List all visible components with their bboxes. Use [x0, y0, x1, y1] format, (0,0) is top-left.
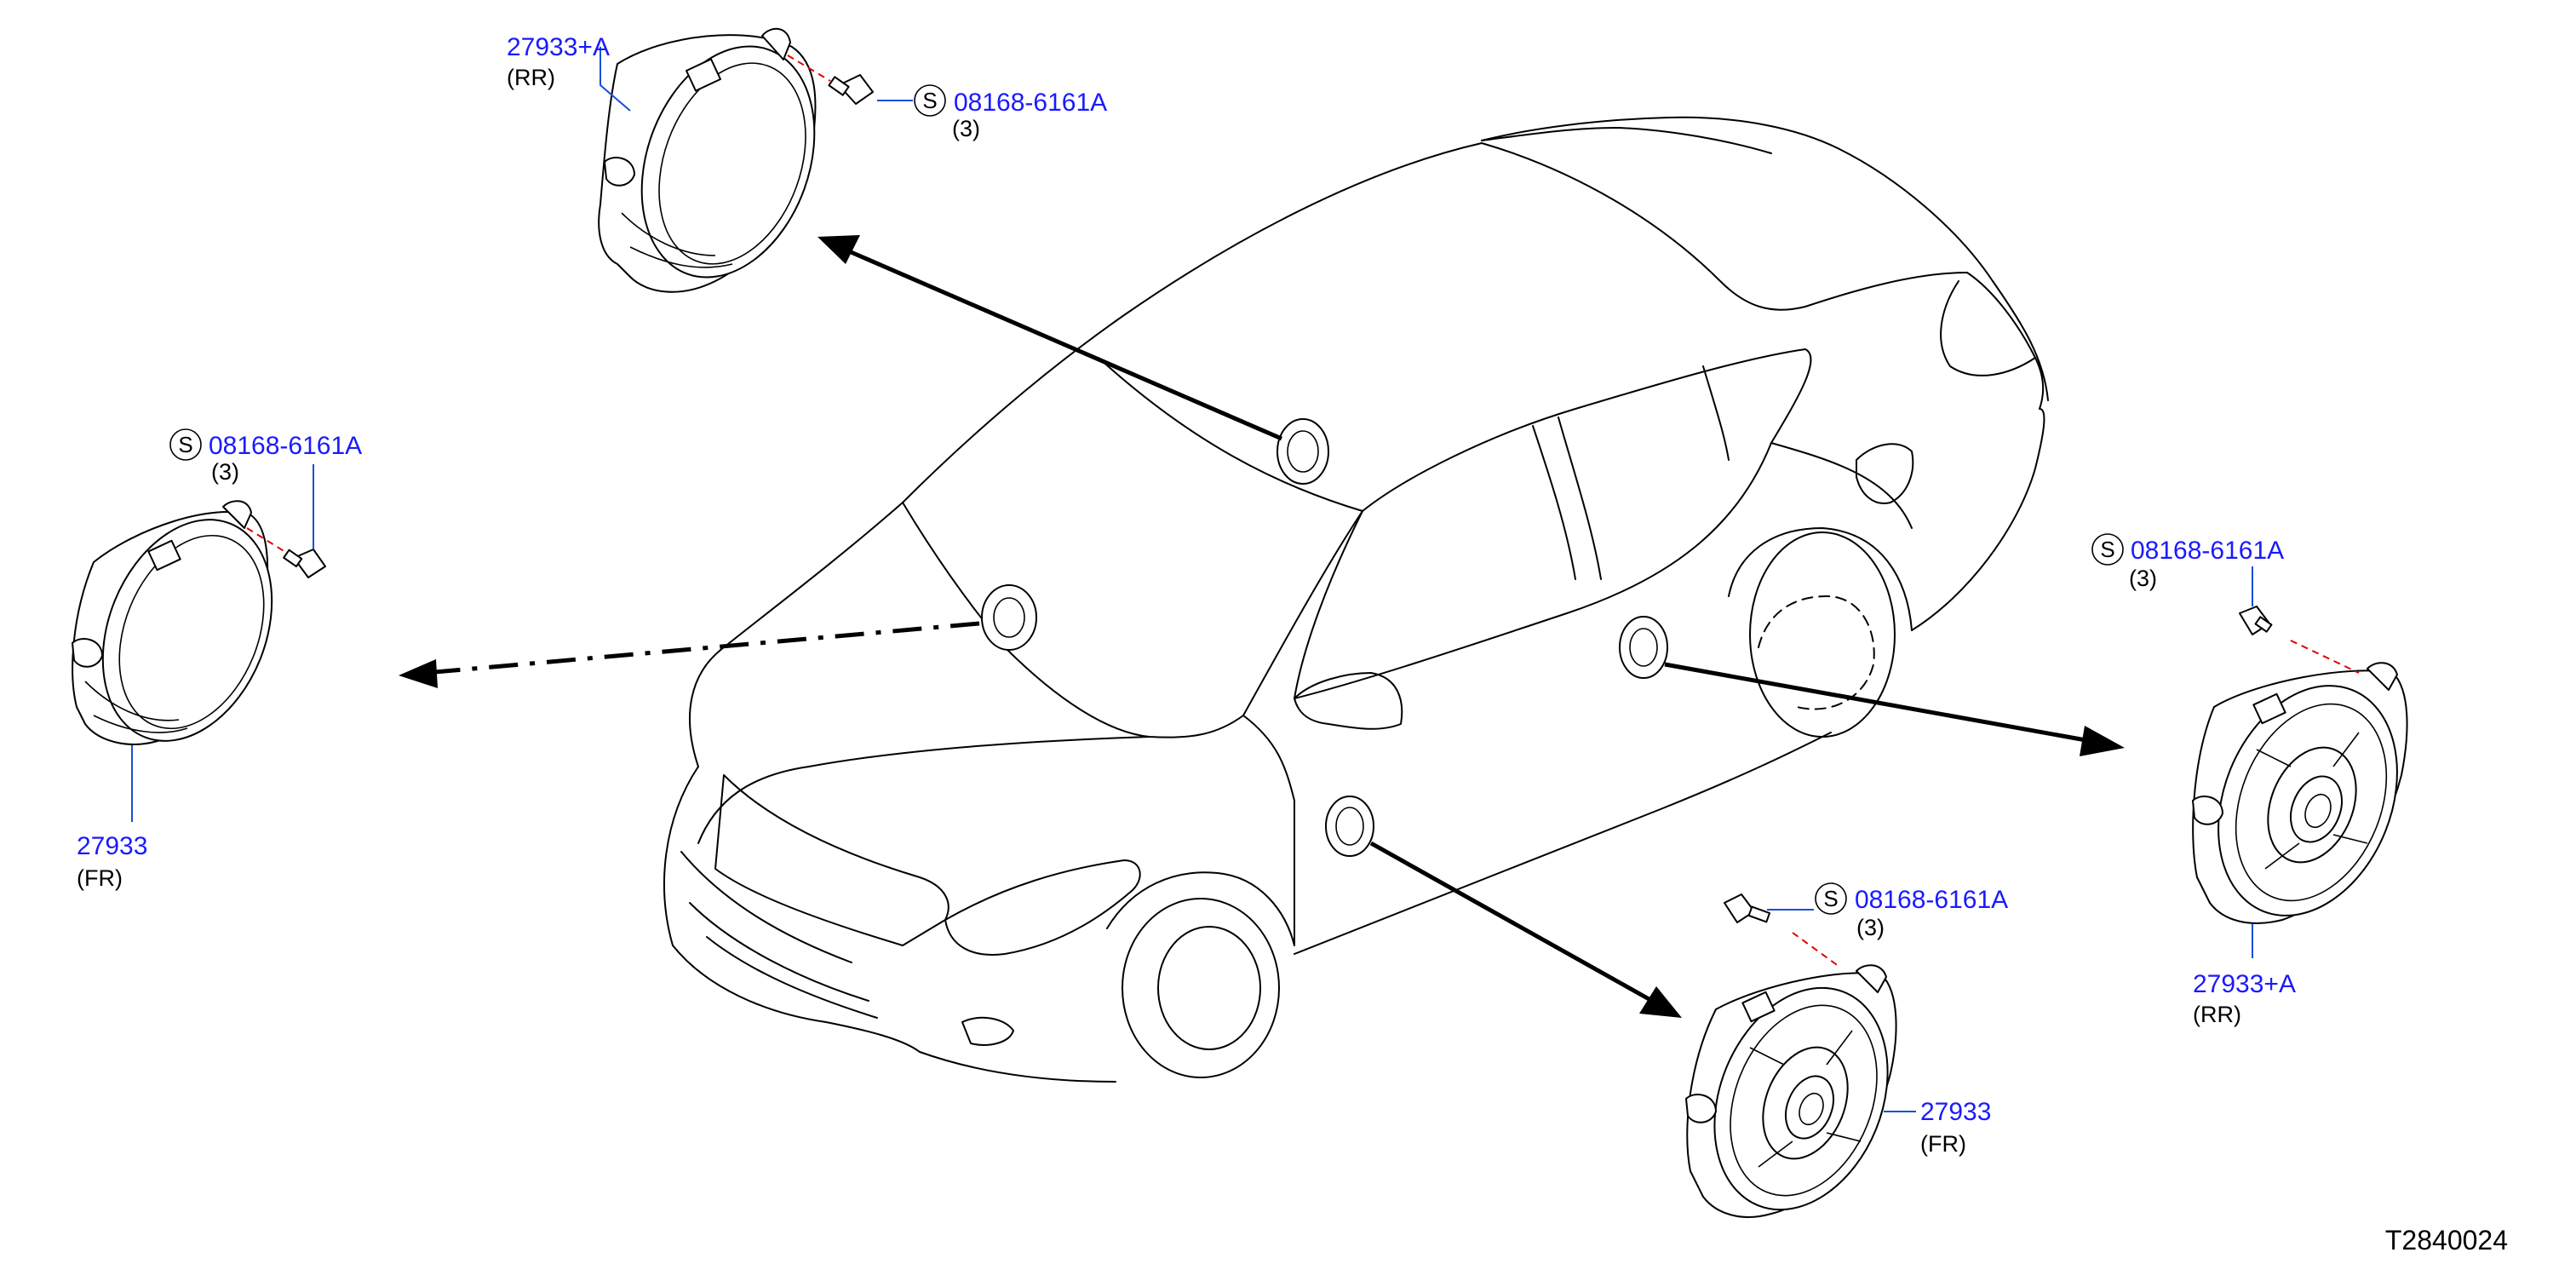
part-no-fr-left: 27933 [77, 832, 147, 860]
speaker-mount-rear-left [1277, 418, 1329, 485]
arrow-to-rr-top [818, 235, 1282, 441]
position-rr-top: (RR) [507, 65, 555, 90]
s-symbol-left: S [178, 432, 192, 457]
screw-part-no-right: 08168-6161A [2131, 537, 2284, 565]
part-no-rr-top: 27933+A [507, 33, 610, 61]
position-rr-right: (RR) [2193, 1002, 2241, 1027]
s-symbol-right: S [2100, 537, 2114, 562]
screw-qty-top: (3) [952, 116, 980, 141]
s-symbol-top: S [922, 88, 937, 113]
screw-part-no-top: 08168-6161A [954, 89, 1107, 117]
car-outline [663, 116, 2049, 1083]
speaker-rr-top [598, 27, 817, 293]
arrow-to-fr-bottom [1369, 841, 1682, 1018]
screw-qty-left: (3) [211, 459, 239, 485]
s-symbol-bottom: S [1823, 886, 1838, 911]
speaker-mount-rear-right [1619, 616, 1668, 679]
s-symbol-circle-top [914, 84, 946, 117]
arrow-to-rr-right [1664, 662, 2125, 756]
arrow-to-fr-left [399, 621, 980, 688]
position-fr-left: (FR) [77, 865, 123, 891]
part-no-fr-bottom: 27933 [1920, 1098, 1991, 1126]
part-no-rr-right: 27933+A [2193, 970, 2296, 998]
speaker-rr-right [2192, 662, 2408, 924]
screw-qty-bottom: (3) [1856, 915, 1885, 940]
screw-qty-right: (3) [2129, 566, 2157, 591]
speaker-fr-bottom [1685, 964, 1897, 1218]
speaker-fr-left [72, 500, 273, 745]
screw-part-no-bottom: 08168-6161A [1855, 886, 2008, 914]
leader-rr-top [600, 47, 631, 112]
screw-part-no-left: 08168-6161A [209, 432, 362, 460]
screw-left [246, 527, 326, 578]
diagram-id: T2840024 [2385, 1225, 2508, 1255]
speaker-mount-front-right [1325, 796, 1374, 857]
position-fr-bottom: (FR) [1920, 1131, 1966, 1157]
screw-right [2239, 606, 2360, 674]
s-symbol-circle-right [2091, 533, 2124, 566]
screw-bottom [1724, 893, 1840, 968]
s-symbol-circle-bottom [1815, 882, 1847, 915]
s-symbol-circle-left [169, 428, 202, 461]
speaker-mount-front-left [981, 584, 1037, 651]
screw-top [787, 55, 874, 105]
